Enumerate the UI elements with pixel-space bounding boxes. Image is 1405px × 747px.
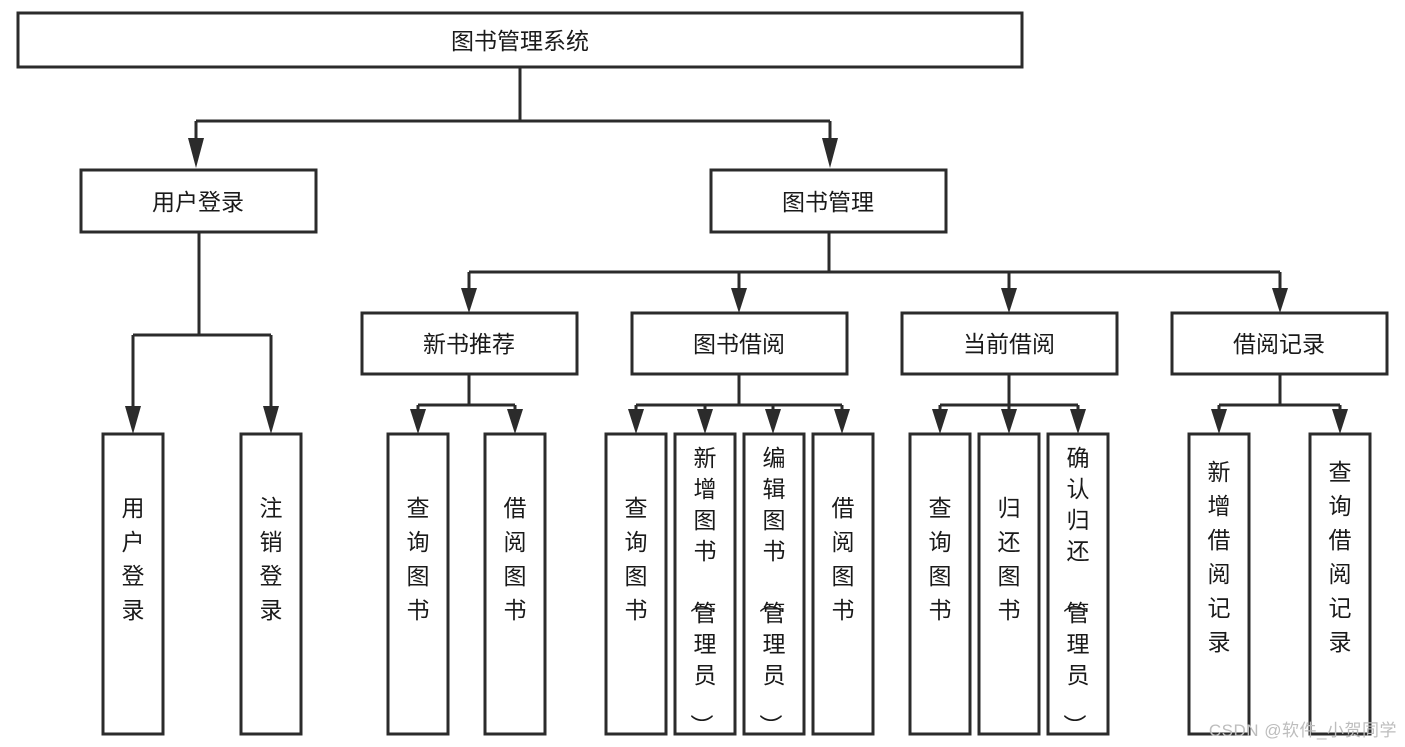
node-new-book-recommend-box[interactable] xyxy=(360,311,579,376)
arrow-bookborrow-leaf-2 xyxy=(697,409,713,434)
node-root-system[interactable]: 图书管理系统 xyxy=(16,11,1024,69)
arrow-currentborrow-leaf-1 xyxy=(932,409,948,434)
csdn-watermark: CSDN @软件_小贺同学 xyxy=(1208,721,1397,740)
leaf-user-logout-label: 注销登录 xyxy=(260,495,283,623)
arrow-borrowrecord-leaf-2 xyxy=(1332,409,1348,434)
leaf-bookborrow-add-book-admin-box[interactable] xyxy=(673,432,737,736)
leaf-currentborrow-return-book[interactable]: 归还图书 xyxy=(977,432,1041,736)
leaf-currentborrow-confirm-return-admin-label: 确认归还（管理员） xyxy=(1062,445,1090,737)
leaf-currentborrow-query-book-box[interactable] xyxy=(908,432,972,736)
node-book-manage-box[interactable] xyxy=(709,168,948,234)
leaf-bookborrow-edit-book-admin-label: 编辑图书（管理员） xyxy=(758,445,786,737)
arrow-currentborrow-leaf-2 xyxy=(1001,409,1017,434)
leaf-currentborrow-query-book[interactable]: 查询图书 xyxy=(908,432,972,736)
leaf-user-login[interactable]: 用户登录 xyxy=(101,432,165,736)
node-borrow-record[interactable]: 借阅记录 xyxy=(1170,311,1389,376)
arrow-to-new-book-rec xyxy=(461,288,477,313)
leaf-bookborrow-borrow-book-box[interactable] xyxy=(811,432,875,736)
arrow-bookborrow-leaf-4 xyxy=(834,409,850,434)
leaf-currentborrow-confirm-return-admin[interactable]: 确认归还（管理员） xyxy=(1046,432,1110,737)
leaf-newbook-query-book-label: 查询图书 xyxy=(407,495,430,623)
arrow-bookborrow-leaf-3 xyxy=(765,409,781,434)
leaf-bookborrow-add-book-admin[interactable]: 新增图书（管理员） xyxy=(673,432,737,737)
connector-layer xyxy=(125,67,1348,434)
node-book-manage[interactable]: 图书管理 xyxy=(709,168,948,234)
leaf-bookborrow-borrow-book-label: 借阅图书 xyxy=(832,495,855,623)
leaf-bookborrow-edit-book-admin[interactable]: 编辑图书（管理员） xyxy=(742,432,806,737)
node-user-login[interactable]: 用户登录 xyxy=(79,168,318,234)
arrow-to-user-login xyxy=(188,138,204,168)
leaf-borrowrecord-add-record-box[interactable] xyxy=(1187,432,1251,736)
node-user-login-label: 用户登录 xyxy=(152,189,244,215)
arrow-to-borrow-record xyxy=(1272,288,1288,313)
node-book-borrow-box[interactable] xyxy=(630,311,849,376)
node-borrow-record-box[interactable] xyxy=(1170,311,1389,376)
arrow-to-book-borrow xyxy=(731,288,747,313)
node-book-borrow[interactable]: 图书借阅 xyxy=(630,311,849,376)
node-user-login-box[interactable] xyxy=(79,168,318,234)
leaf-borrowrecord-query-record[interactable]: 查询借阅记录 xyxy=(1308,432,1372,736)
node-borrow-record-label: 借阅记录 xyxy=(1233,331,1325,357)
arrow-currentborrow-leaf-3 xyxy=(1070,409,1086,434)
arrow-borrowrecord-leaf-1 xyxy=(1211,409,1227,434)
leaf-borrowrecord-query-record-box[interactable] xyxy=(1308,432,1372,736)
leaf-currentborrow-confirm-return-admin-box[interactable] xyxy=(1046,432,1110,736)
leaf-currentborrow-query-book-label: 查询图书 xyxy=(929,495,952,623)
node-root-system-label: 图书管理系统 xyxy=(451,28,589,54)
leaf-newbook-borrow-book[interactable]: 借阅图书 xyxy=(483,432,547,736)
arrow-to-book-manage xyxy=(822,138,838,168)
leaf-bookborrow-query-book-label: 查询图书 xyxy=(625,495,648,623)
arrow-to-current-borrow xyxy=(1001,288,1017,313)
leaf-currentborrow-return-book-label: 归还图书 xyxy=(998,495,1021,623)
arrow-to-leaf-user-login xyxy=(125,406,141,434)
leaf-newbook-borrow-book-box[interactable] xyxy=(483,432,547,736)
node-current-borrow-box[interactable] xyxy=(900,311,1119,376)
leaf-user-logout-box[interactable] xyxy=(239,432,303,736)
leaf-bookborrow-query-book[interactable]: 查询图书 xyxy=(604,432,668,736)
node-new-book-recommend[interactable]: 新书推荐 xyxy=(360,311,579,376)
leaf-bookborrow-borrow-book[interactable]: 借阅图书 xyxy=(811,432,875,736)
node-current-borrow[interactable]: 当前借阅 xyxy=(900,311,1119,376)
leaf-user-login-box[interactable] xyxy=(101,432,165,736)
arrow-bookborrow-leaf-1 xyxy=(628,409,644,434)
leaf-borrowrecord-query-record-label: 查询借阅记录 xyxy=(1329,459,1352,655)
node-root-system-box[interactable] xyxy=(16,11,1024,69)
leaf-bookborrow-query-book-box[interactable] xyxy=(604,432,668,736)
arrow-to-leaf-user-logout xyxy=(263,406,279,434)
node-new-book-recommend-label: 新书推荐 xyxy=(423,331,515,357)
leaf-newbook-borrow-book-label: 借阅图书 xyxy=(504,495,527,623)
leaf-borrowrecord-add-record[interactable]: 新增借阅记录 xyxy=(1187,432,1251,736)
leaf-user-logout[interactable]: 注销登录 xyxy=(239,432,303,736)
node-book-borrow-label: 图书借阅 xyxy=(693,331,785,357)
arrow-newbook-leaf-1 xyxy=(410,409,426,434)
arrow-newbook-leaf-2 xyxy=(507,409,523,434)
leaf-currentborrow-return-book-box[interactable] xyxy=(977,432,1041,736)
leaf-bookborrow-add-book-admin-label: 新增图书（管理员） xyxy=(689,445,717,737)
node-current-borrow-label: 当前借阅 xyxy=(963,331,1055,357)
leaf-bookborrow-edit-book-admin-box[interactable] xyxy=(742,432,806,736)
leaf-user-login-label: 用户登录 xyxy=(122,495,145,623)
node-book-manage-label: 图书管理 xyxy=(782,189,874,215)
leaf-newbook-query-book[interactable]: 查询图书 xyxy=(386,432,450,736)
leaf-newbook-query-book-box[interactable] xyxy=(386,432,450,736)
leaf-borrowrecord-add-record-label: 新增借阅记录 xyxy=(1208,459,1231,655)
